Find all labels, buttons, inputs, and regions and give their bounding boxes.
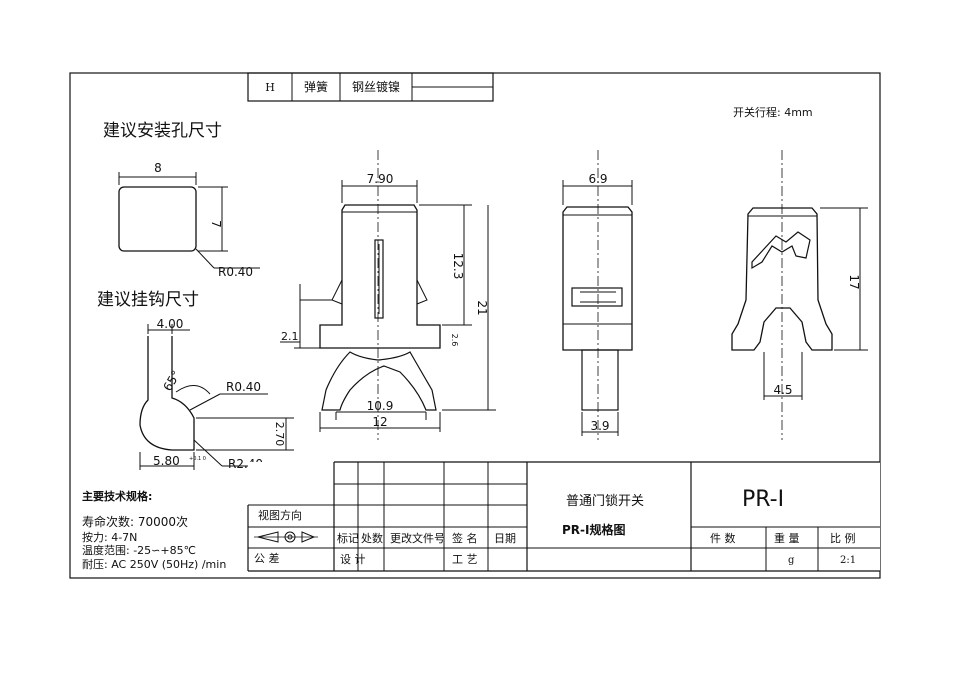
side-pin-width: 3.9 — [590, 419, 609, 433]
mount-hole-radius: R0.40 — [218, 265, 253, 279]
title-block: 视图方向 公 差 标记 处数 更改文件号 签 名 日期 设 计 工 艺 普通门锁… — [247, 461, 880, 572]
front-left-step: 2.1 — [281, 330, 299, 343]
side-top-width: 6.9 — [588, 172, 607, 186]
tb-mark: 标记 — [337, 531, 359, 545]
hook-radius-1: R0.40 — [226, 380, 261, 394]
tb-signature: 签 名 — [452, 531, 478, 545]
hook-title: 建议挂钩尺寸 — [97, 290, 199, 310]
part-code: H — [265, 81, 275, 94]
spec-voltage: 耐压: AC 250V (50Hz) /min — [82, 558, 226, 571]
front-small-dim: 2.6 — [450, 334, 459, 347]
mount-hole-title: 建议安装孔尺寸 — [103, 121, 222, 141]
right-width: 4.5 — [773, 383, 792, 397]
spec-force: 按力: 4-7N — [82, 530, 137, 544]
spec-heading: 主要技术规格: — [82, 489, 152, 503]
mount-hole-height: 7 — [209, 220, 223, 228]
right-view: 17 4.5 — [731, 150, 868, 440]
mount-hole-detail: 建议安装孔尺寸 8 7 R0.40 — [103, 121, 260, 279]
tb-quantity: 件 数 — [710, 532, 736, 545]
front-lower-width: 10.9 — [367, 399, 394, 413]
tb-tolerance: 公 差 — [254, 551, 280, 565]
spec-list: 主要技术规格: 寿命次数: 70000次 按力: 4-7N 温度范围: -25∽… — [82, 489, 226, 571]
tb-date: 日期 — [494, 532, 516, 545]
front-view: 7.90 12.3 21 2.1 2.6 10.9 12 — [280, 172, 496, 432]
hook-height: 2.70 — [273, 422, 286, 447]
hook-detail: 建议挂钩尺寸 4.00 65° R0.40 2.70 5.80 +0.1 0 R… — [97, 290, 294, 471]
mount-hole-width: 8 — [154, 161, 162, 175]
front-height-upper: 12.3 — [451, 253, 465, 280]
tb-weight-unit: g — [788, 555, 795, 566]
hook-bottom-tolerance: +0.1 0 — [189, 456, 206, 462]
tb-scale-value: 2:1 — [840, 555, 856, 566]
tb-scale: 比 例 — [830, 531, 856, 545]
tb-process: 工 艺 — [452, 553, 478, 566]
part-material: 钢丝镀镍 — [352, 80, 400, 94]
part-name: 弹簧 — [304, 79, 328, 94]
tb-count: 处数 — [361, 532, 383, 545]
spec-temp: 温度范围: -25∽+85℃ — [82, 543, 196, 557]
front-height-total: 21 — [475, 300, 489, 315]
projection-symbol-icon — [254, 531, 318, 543]
tb-change-doc: 更改文件号 — [390, 531, 445, 545]
tb-product-name: 普通门锁开关 — [566, 493, 644, 509]
side-view: 6.9 3.9 — [562, 150, 633, 440]
front-base-width: 12 — [372, 415, 387, 429]
tb-design: 设 计 — [340, 553, 366, 566]
tb-view-direction: 视图方向 — [258, 508, 302, 522]
right-height: 17 — [847, 274, 861, 289]
tb-part-no: PR-Ⅰ — [742, 487, 784, 512]
hook-top-width: 4.00 — [157, 317, 184, 331]
hook-bottom-width: 5.80 — [153, 454, 180, 468]
travel-note: 开关行程: 4mm — [733, 105, 813, 119]
tb-drawing-name: PR-Ⅰ规格图 — [562, 522, 625, 537]
front-top-width: 7.90 — [367, 172, 394, 186]
parts-table: H 弹簧 钢丝镀镍 — [247, 72, 494, 102]
tb-weight: 重 量 — [774, 531, 800, 545]
spec-life: 寿命次数: 70000次 — [82, 514, 188, 529]
